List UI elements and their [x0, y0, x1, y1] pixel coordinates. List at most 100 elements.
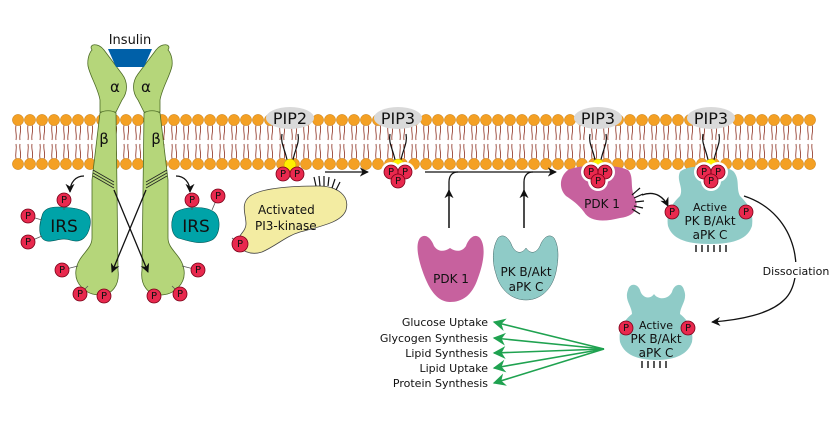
lipid-head [324, 114, 336, 126]
lipid-head [252, 158, 264, 170]
lipid-head [180, 114, 192, 126]
alpha-label-right: α [141, 78, 151, 96]
lipid-head [204, 114, 216, 126]
effect-arrow [492, 348, 605, 373]
beta-subunit-right [141, 110, 185, 296]
effect-label: Glucose Uptake [402, 316, 488, 329]
lipid-head [780, 114, 792, 126]
svg-text:P: P [708, 176, 714, 187]
lipid-head [432, 114, 444, 126]
lipid-head [72, 158, 84, 170]
phosphate-group: P [275, 166, 291, 182]
dissociation-label: Dissociation [763, 265, 830, 278]
lipid-head [336, 114, 348, 126]
lipid-head [468, 158, 480, 170]
effect-arrow [492, 348, 605, 386]
active-pkb-spikes-free [641, 361, 667, 368]
lipid-head [492, 114, 504, 126]
pip-label: PIP3 [581, 109, 615, 128]
lipid-head [348, 158, 360, 170]
pip-label-bg [687, 107, 735, 129]
lipid-head [228, 158, 240, 170]
svg-text:P: P [77, 289, 83, 300]
pdk1-protein-free [417, 235, 484, 302]
lipid-head [312, 114, 324, 126]
lipid-head [648, 114, 660, 126]
lipid-head [300, 158, 312, 170]
lipid-head [756, 114, 768, 126]
svg-text:P: P [61, 195, 67, 206]
effect-arrow [492, 332, 605, 350]
phosphate-group: P [171, 285, 188, 302]
cross-phosphorylation-arrow [113, 189, 150, 273]
svg-text:P: P [685, 323, 691, 334]
lipid-head [360, 114, 372, 126]
lipid-head [564, 158, 576, 170]
phosphate-group: P [54, 262, 79, 278]
pkb-label-free-active-2: aPK C [639, 346, 674, 360]
phosphate-group: P [390, 173, 406, 189]
effect-label: Glycogen Synthesis [380, 332, 488, 345]
svg-text:P: P [189, 195, 195, 206]
lipid-head [36, 114, 48, 126]
irs-label-right: IRS [182, 217, 210, 237]
phosphate-group: P [664, 204, 680, 220]
lipid-head [240, 158, 252, 170]
lipid-head [168, 114, 180, 126]
phosphate-group: P [184, 192, 200, 210]
lipid-head [792, 114, 804, 126]
phosphate-group: P [680, 320, 696, 336]
svg-text:P: P [743, 207, 749, 218]
lipid-head [516, 114, 528, 126]
lipid-head [732, 158, 744, 170]
lipid-head [516, 158, 528, 170]
lipid-head [504, 158, 516, 170]
lipid-head [540, 158, 552, 170]
svg-text:P: P [215, 191, 221, 202]
active-pkb-protein-free [619, 284, 693, 360]
lipid-head [240, 114, 252, 126]
lipid-head [180, 158, 192, 170]
svg-text:P: P [588, 167, 594, 178]
dissociation-arrow [711, 195, 797, 326]
pkb-label-free-active-1: PK B/Akt [630, 332, 681, 346]
phosphate-group: P [738, 204, 754, 220]
lipid-head [216, 114, 228, 126]
effect-arrow [492, 346, 605, 359]
active-pkb-spikes-bound [695, 245, 727, 252]
lipid-head [468, 114, 480, 126]
svg-text:P: P [623, 323, 629, 334]
lipid-head [72, 114, 84, 126]
lipid-head [552, 158, 564, 170]
irs-arrow-right [175, 175, 195, 193]
lipid-head [228, 114, 240, 126]
pip-label-bg [374, 107, 422, 129]
lipid-head [36, 158, 48, 170]
beta-subunit-left [75, 110, 119, 296]
lipid-head [648, 158, 660, 170]
alpha-subunit-left [87, 44, 127, 113]
lipid-head [480, 114, 492, 126]
pkb-label-free-1: PK B/Akt [500, 265, 551, 279]
pdk1-protein-bound [560, 165, 637, 221]
lipid-head [624, 158, 636, 170]
pdk1-label-bound: PDK 1 [584, 197, 620, 211]
insulin-molecule [108, 49, 152, 67]
lipid-head [24, 158, 36, 170]
lipid-head [804, 114, 816, 126]
lipid-head [216, 158, 228, 170]
phosphate-group: P [703, 173, 719, 189]
svg-text:P: P [602, 167, 608, 178]
lipid-head [264, 158, 276, 170]
pkb-label-bound-1: PK B/Akt [684, 214, 735, 228]
beta-label-left: β [99, 130, 109, 148]
svg-text:P: P [151, 291, 157, 302]
lipid-head [252, 114, 264, 126]
phosphate-group: P [20, 208, 43, 224]
pi3-kinase-protein [237, 185, 348, 254]
lipid-head [768, 158, 780, 170]
pi3-kinase-label-1: Activated [258, 203, 315, 217]
lipid-head [456, 158, 468, 170]
svg-text:P: P [25, 211, 31, 222]
